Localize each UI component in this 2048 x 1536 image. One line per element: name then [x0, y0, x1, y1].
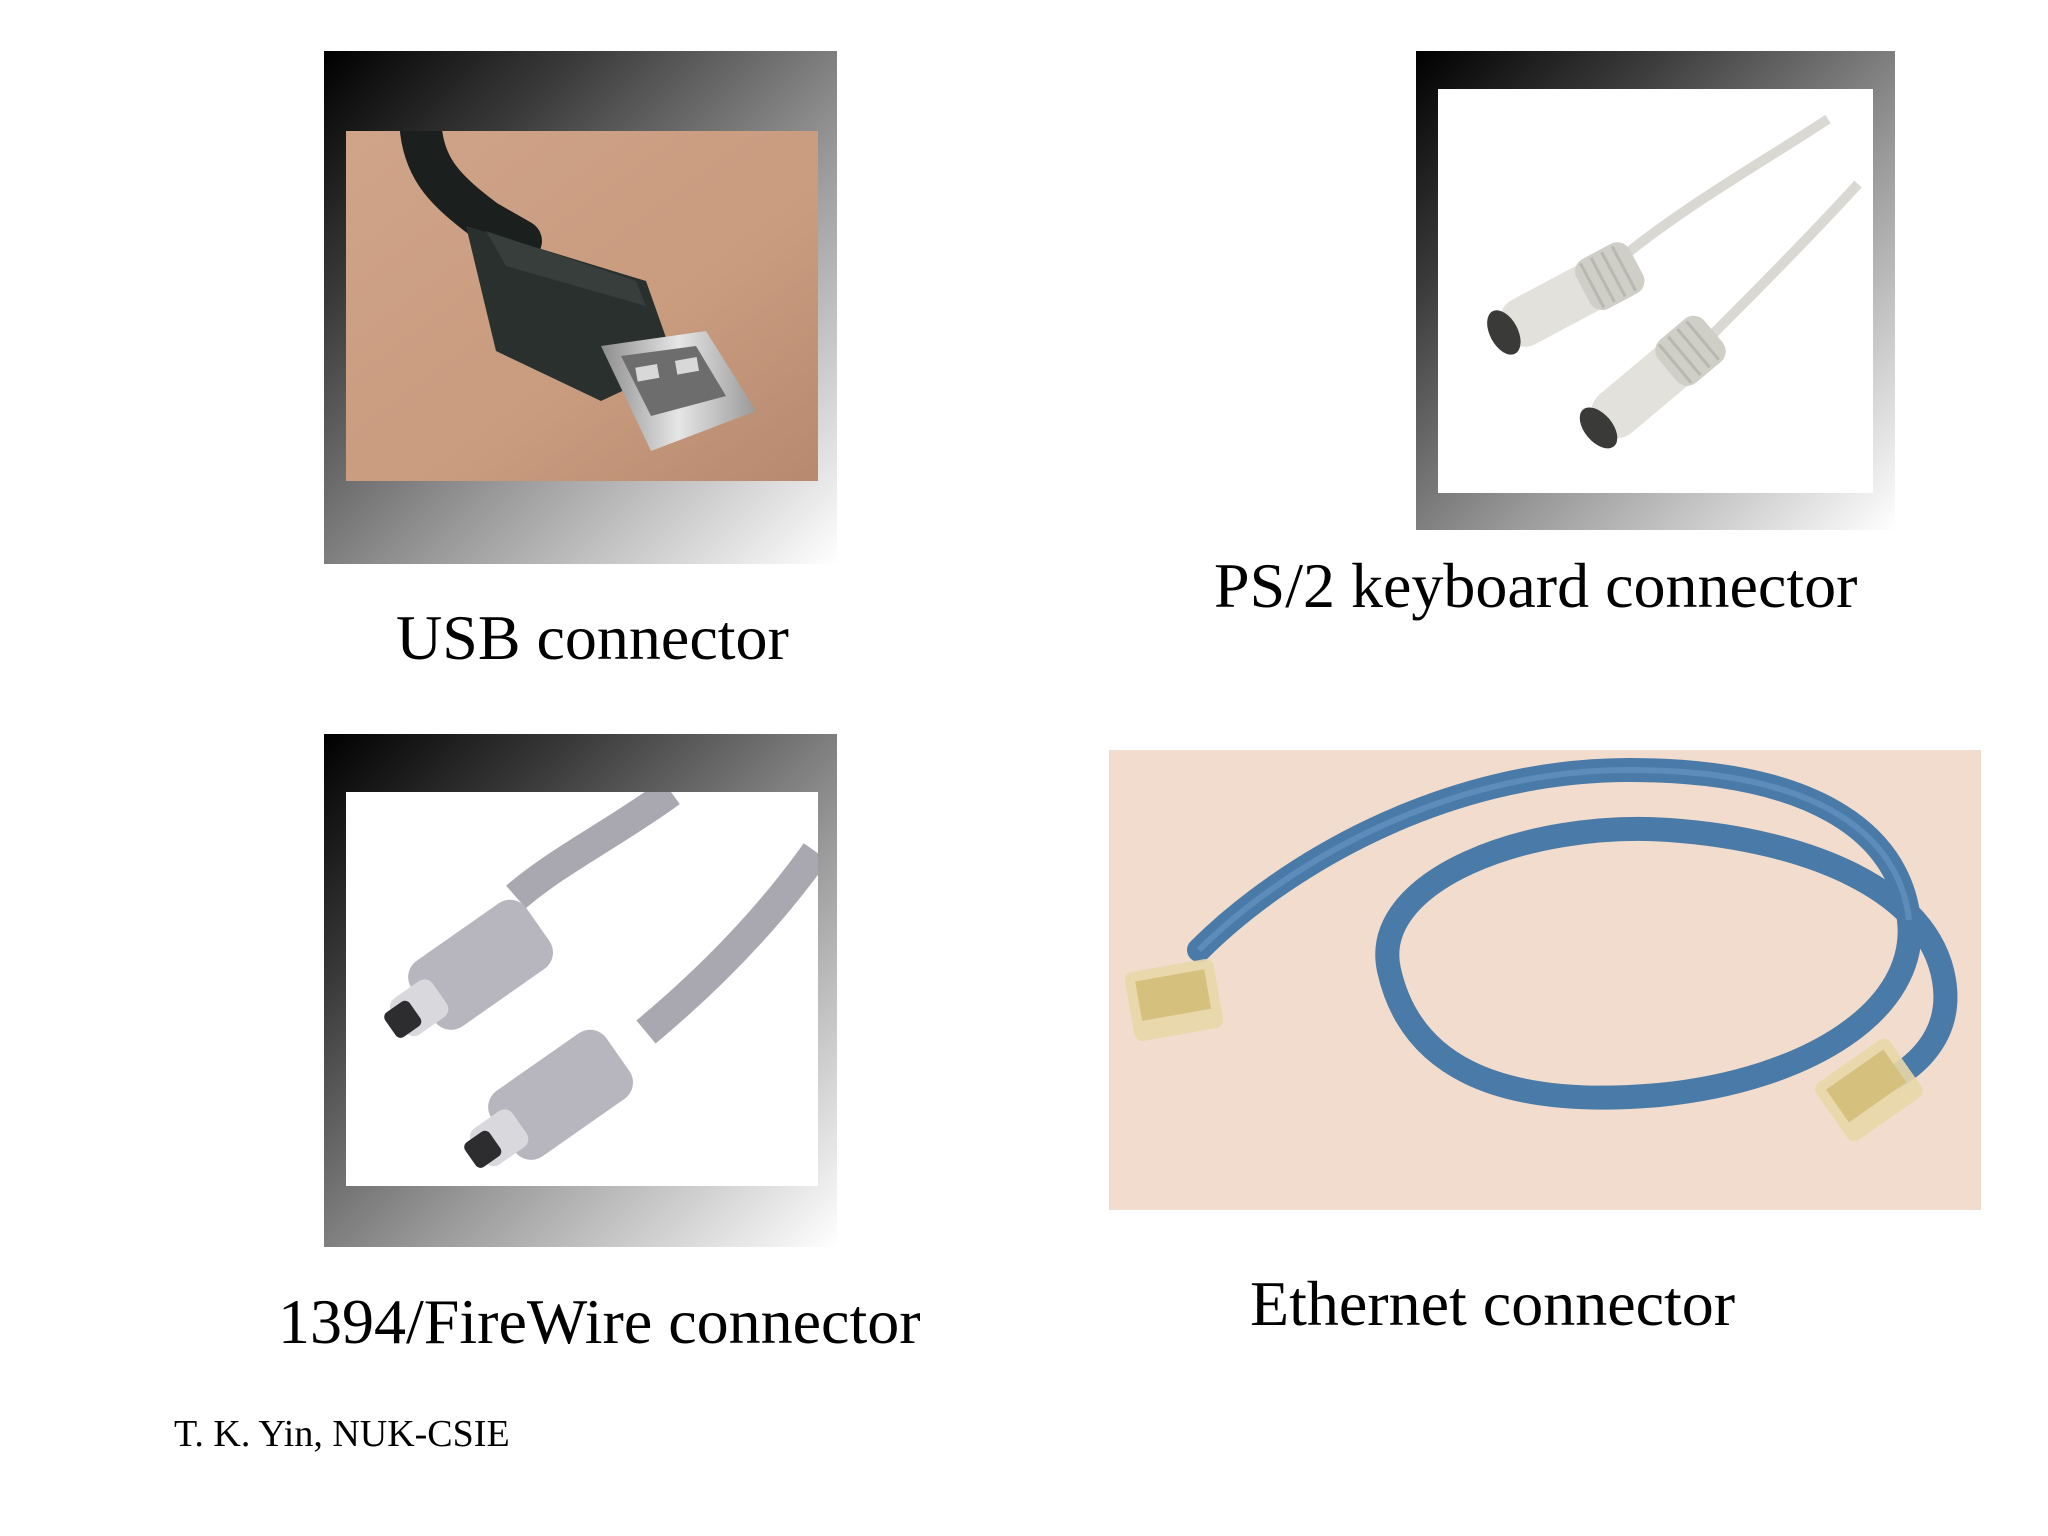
ps2-photo-frame [1416, 51, 1895, 530]
usb-connector-photo [346, 131, 818, 481]
footer-credit: T. K. Yin, NUK-CSIE [174, 1413, 510, 1455]
firewire-connector-photo [346, 792, 818, 1186]
usb-caption: USB connector [396, 602, 789, 673]
ethernet-caption: Ethernet connector [1250, 1268, 1736, 1339]
ps2-connector-photo [1438, 89, 1873, 493]
ethernet-connector-photo [1109, 750, 1981, 1210]
ps2-caption: PS/2 keyboard connector [1214, 550, 1858, 621]
usb-photo-frame [324, 51, 837, 564]
firewire-caption: 1394/FireWire connector [278, 1286, 921, 1357]
firewire-photo-frame [324, 734, 837, 1247]
